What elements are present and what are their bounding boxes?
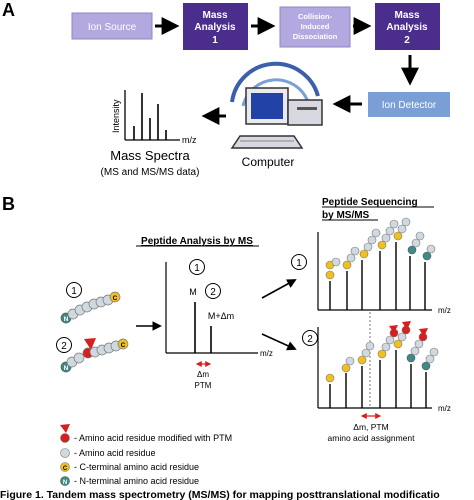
right-num-1: 1 [296, 258, 302, 269]
right-num-2: 2 [307, 334, 313, 345]
mass-spectra-title: Mass Spectra [110, 148, 190, 163]
ion-source-label: Ion Source [88, 22, 137, 33]
ma2-line1: Mass [394, 10, 419, 21]
ion-detector-label: Ion Detector [382, 100, 437, 111]
spectrum-x-label: m/z [182, 135, 197, 145]
msms-spectrum-2: 2 m/z Δm, PTM amino acid assignment [302, 312, 451, 443]
legend-n-terminal: N - N-terminal amino acid residue [60, 476, 199, 486]
amino-acid-residue [73, 352, 85, 364]
collision-induced-dissociation-box: Collision- Induced Dissociation [279, 6, 351, 48]
right-label-circle-1 [291, 254, 307, 270]
center-label-circle-2 [205, 283, 221, 299]
panel-a-label: A [2, 0, 15, 20]
peptide-2: 2 N C [56, 337, 129, 373]
ma2-line2: Analysis [386, 22, 428, 33]
ptm-modification-triangle [84, 338, 96, 350]
c-letter: C [121, 342, 126, 349]
arrow-to-msms-1 [261, 279, 297, 299]
peptide-1: 1 N C [60, 282, 121, 324]
c-terminal-residue [109, 291, 121, 303]
cid-line1: Collision- [298, 12, 333, 21]
axis-mz-top: m/z [438, 306, 451, 315]
legend-n-terminal-text: - N-terminal amino acid residue [74, 476, 199, 486]
ma2-line3: 2 [404, 35, 410, 46]
peak-m-dm-label: M+Δm [208, 311, 234, 321]
ion-detector-box: Ion Detector [368, 92, 450, 117]
legend-c-letter: C [63, 466, 68, 472]
legend-residue-text: - Amino acid residue [74, 448, 156, 458]
mass-analysis-1-box: Mass Analysis 1 [183, 3, 248, 50]
c-letter: C [113, 295, 118, 302]
peptide-1-chain: N C [60, 291, 121, 324]
legend-residue: - Amino acid residue [60, 448, 156, 458]
peptide-sequencing-title-2: by MS/MS [322, 210, 370, 221]
center-num-2: 2 [210, 287, 216, 298]
label-circle-1 [66, 282, 82, 298]
center-num-1: 1 [194, 263, 200, 274]
amino-acid-assignment-label: amino acid assignment [328, 433, 416, 443]
delta-m-ptm-label: Δm, PTM [353, 422, 388, 432]
mass-analysis-2-box: Mass Analysis 2 [375, 3, 440, 50]
msms-spectrum-1: 1 m/z [291, 232, 451, 315]
ms-spectrum: m/z 1 M 2 M+Δm Δm PTM [165, 259, 273, 390]
msms1-fragments [325, 217, 436, 280]
center-label-circle-1 [189, 259, 205, 275]
spectrum-y-label: Intensity [111, 99, 121, 133]
mass-spectra-subtitle: (MS and MS/MS data) [101, 167, 200, 178]
peptide-2-chain: N C [60, 338, 129, 373]
legend-ptm: - Amino acid residue modified with PTM [60, 424, 232, 443]
label-num-2: 2 [61, 341, 67, 352]
computer-label: Computer [242, 155, 295, 169]
legend: - Amino acid residue modified with PTM -… [60, 424, 232, 486]
legend-c-terminal: C - C-terminal amino acid residue [60, 462, 199, 472]
ma1-line3: 1 [212, 35, 218, 46]
ma1-line2: Analysis [194, 22, 236, 33]
peptide-analysis-title: Peptide Analysis by MS [141, 236, 253, 247]
label-num-1: 1 [71, 286, 77, 297]
n-letter: N [64, 316, 69, 323]
cid-line3: Dissociation [293, 32, 338, 41]
msms2-fragments [325, 321, 439, 383]
cid-line2: Induced [301, 22, 330, 31]
arrow-to-msms-2 [261, 333, 297, 351]
figure-caption: Figure 1. Tandem mass spectrometry (MS/M… [0, 489, 440, 500]
axis-mz-center: m/z [260, 349, 273, 358]
c-terminal-residue [117, 338, 129, 350]
ma1-line1: Mass [202, 10, 227, 21]
ion-source-box: Ion Source [71, 12, 153, 40]
delta-m-label: Δm [197, 370, 209, 379]
computer-icon: Computer [230, 61, 323, 169]
mass-spectrum-plot: Intensity m/z [111, 90, 197, 145]
peptide-sequencing-title-1: Peptide Sequencing [322, 197, 418, 208]
panel-b-label: B [2, 194, 15, 214]
ptm-label: PTM [195, 381, 212, 390]
legend-n-letter: N [63, 480, 67, 486]
legend-ptm-text: - Amino acid residue modified with PTM [74, 433, 232, 443]
axis-mz-bottom: m/z [438, 404, 451, 413]
legend-c-terminal-text: - C-terminal amino acid residue [74, 462, 199, 472]
peak-m-label: M [189, 287, 197, 297]
n-letter: N [64, 365, 69, 372]
label-circle-2 [56, 337, 72, 353]
